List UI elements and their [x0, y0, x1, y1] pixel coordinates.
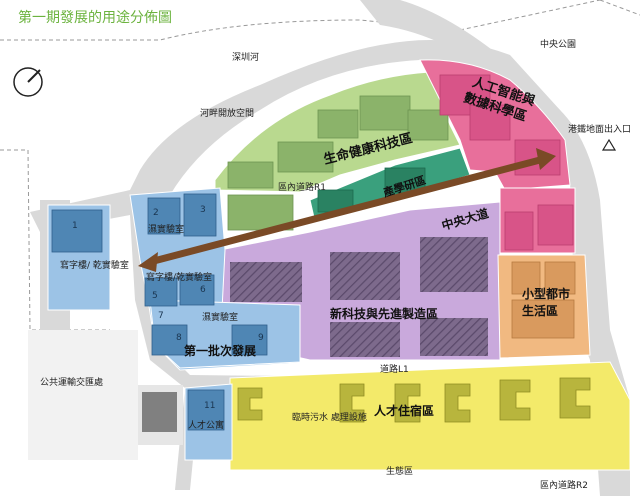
label-office-lab-left: 寫字樓/ 乾實驗室	[60, 259, 129, 271]
plot-3: 3	[200, 205, 206, 215]
label-rail-entrance: 港鐵地面出入口	[568, 123, 631, 135]
label-shenzhen-river: 深圳河	[232, 51, 259, 63]
north-compass-needle	[27, 69, 41, 83]
central-boulevard-arrow	[149, 156, 541, 266]
plot-9: 9	[258, 333, 264, 343]
plot-11: 11	[204, 401, 215, 411]
label-road-r2: 區內道路R2	[540, 479, 588, 491]
plot-1: 1	[72, 221, 78, 231]
label-road-r1: 區內道路R1	[278, 181, 326, 193]
plot-5: 5	[152, 291, 158, 301]
label-central-park: 中央公園	[540, 38, 576, 50]
boulevard-arrowhead-right	[536, 148, 556, 170]
urban-life-buildings	[511, 261, 576, 339]
ai-data-buildings	[439, 74, 574, 251]
label-temp-sewage: 臨時污水 處理設施	[292, 411, 367, 423]
label-transport-hub: 公共運輸交匯處	[40, 376, 103, 388]
new-tech-buildings	[230, 237, 488, 357]
label-wet-lab-1: 濕實驗室	[148, 223, 184, 235]
road-network	[30, 40, 630, 496]
talent-housing-buildings	[237, 377, 591, 423]
zone-label-talent-housing: 人才住宿區	[374, 403, 434, 418]
zone-label-first-batch: 第一批次發展	[184, 343, 256, 358]
industry-research-buildings	[317, 167, 426, 213]
label-road-l1: 道路L1	[380, 363, 409, 375]
map-title: 第一期發展的用途分佈圖	[18, 9, 172, 26]
north-compass-icon	[13, 67, 43, 97]
label-office-lab-2: 寫字樓/乾實驗室	[146, 271, 212, 283]
transport-hub-building	[142, 392, 177, 432]
transport-hub-strip	[28, 330, 138, 460]
plot-8: 8	[176, 333, 182, 343]
plot-6: 6	[200, 285, 206, 295]
label-wet-lab-2: 濕實驗室	[202, 311, 238, 323]
rail-entrance-icon	[601, 138, 617, 151]
plot-7: 7	[158, 311, 164, 321]
zone-label-new-tech: 新科技與先進製造區	[330, 306, 438, 321]
plot-2: 2	[153, 208, 159, 218]
life-science-buildings	[227, 95, 449, 231]
label-riverside-space: 河畔開放空間	[200, 107, 254, 119]
office-lab-block	[51, 209, 103, 253]
first-batch-buildings	[144, 193, 268, 431]
zone-label-urban-life-2: 生活區	[522, 303, 558, 318]
label-talent-apartment: 人才公寓	[188, 419, 224, 431]
boulevard-arrowhead-left	[138, 252, 158, 272]
plot-numbers: 1 2 3 5 6 7 8 9 11	[72, 205, 264, 411]
label-eco-zone: 生態區	[386, 465, 413, 477]
zone-label-urban-life-1: 小型都市	[522, 286, 570, 301]
